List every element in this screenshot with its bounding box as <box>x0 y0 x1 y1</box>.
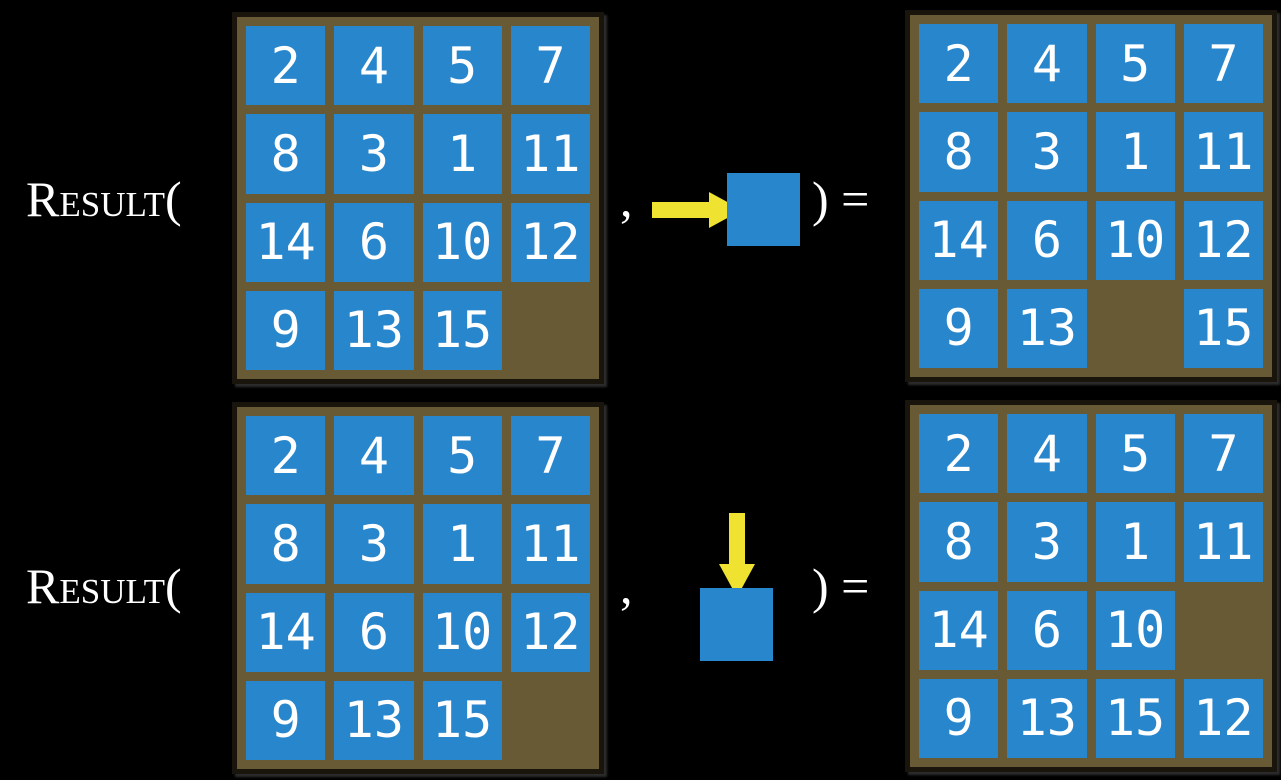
puzzle-tile-8: 8 <box>919 502 999 582</box>
puzzle-tile-4: 4 <box>334 26 414 106</box>
sliding-tile-square-1 <box>727 173 800 246</box>
puzzle-tile-9: 9 <box>919 288 999 368</box>
puzzle-tile-5: 5 <box>422 416 502 496</box>
puzzle-tile-7: 7 <box>1183 24 1263 104</box>
puzzle-tile-10: 10 <box>422 592 502 672</box>
puzzle-tile-5: 5 <box>1095 24 1175 104</box>
puzzle-tile-3: 3 <box>334 114 414 194</box>
puzzle-tile-9: 9 <box>246 290 326 370</box>
result-function-label-2: Result( <box>26 558 182 614</box>
puzzle-tile-3: 3 <box>1007 502 1087 582</box>
result-function-label-1: Result( <box>26 171 182 227</box>
puzzle-tile-3: 3 <box>334 504 414 584</box>
puzzle-tile-12: 12 <box>1183 678 1263 758</box>
puzzle-tile-4: 4 <box>334 416 414 496</box>
puzzle-tile-1: 1 <box>422 114 502 194</box>
puzzle-tile-1: 1 <box>422 504 502 584</box>
puzzle-tile-5: 5 <box>422 26 502 106</box>
close-paren-equals-2: ) = <box>812 558 870 614</box>
puzzle-tile-4: 4 <box>1007 24 1087 104</box>
puzzle-tile-1: 1 <box>1095 502 1175 582</box>
puzzle-tile-2: 2 <box>919 414 999 494</box>
puzzle-tile-15: 15 <box>422 680 502 760</box>
puzzle-tile-14: 14 <box>919 590 999 670</box>
puzzle-tile-10: 10 <box>422 202 502 282</box>
comma-2: , <box>620 558 633 614</box>
puzzle-tile-11: 11 <box>510 504 590 584</box>
puzzle-tile-7: 7 <box>510 416 590 496</box>
puzzle-tile-6: 6 <box>334 592 414 672</box>
puzzle-tile-12: 12 <box>1183 200 1263 280</box>
empty-cell <box>511 681 590 760</box>
puzzle-tile-12: 12 <box>510 202 590 282</box>
puzzle-tile-11: 11 <box>1183 112 1263 192</box>
slide-right-arrow-icon <box>652 192 742 228</box>
sliding-tile-square-2 <box>700 588 773 661</box>
puzzle-tile-1: 1 <box>1095 112 1175 192</box>
puzzle-tile-9: 9 <box>246 680 326 760</box>
puzzle-tile-12: 12 <box>510 592 590 672</box>
puzzle-tile-13: 13 <box>334 290 414 370</box>
puzzle-tile-15: 15 <box>422 290 502 370</box>
puzzle-tile-11: 11 <box>510 114 590 194</box>
puzzle-tile-6: 6 <box>1007 590 1087 670</box>
puzzle-tile-4: 4 <box>1007 414 1087 494</box>
comma-1: , <box>620 171 633 227</box>
empty-cell <box>511 291 590 370</box>
puzzle-tile-2: 2 <box>246 416 326 496</box>
empty-cell <box>1096 289 1175 368</box>
puzzle-tile-14: 14 <box>246 592 326 672</box>
puzzle-tile-14: 14 <box>919 200 999 280</box>
close-paren-equals-1: ) = <box>812 171 870 227</box>
puzzle-tile-7: 7 <box>510 26 590 106</box>
puzzle-tile-13: 13 <box>1007 678 1087 758</box>
puzzle-tile-3: 3 <box>1007 112 1087 192</box>
puzzle-tile-6: 6 <box>1007 200 1087 280</box>
slide-down-arrow-icon <box>719 513 755 597</box>
puzzle-tile-9: 9 <box>919 678 999 758</box>
puzzle-tile-2: 2 <box>246 26 326 106</box>
puzzle-tile-10: 10 <box>1095 200 1175 280</box>
puzzle-tile-15: 15 <box>1095 678 1175 758</box>
puzzle-tile-8: 8 <box>919 112 999 192</box>
puzzle-tile-7: 7 <box>1183 414 1263 494</box>
puzzle-tile-5: 5 <box>1095 414 1175 494</box>
puzzle-tile-10: 10 <box>1095 590 1175 670</box>
puzzle-tile-6: 6 <box>334 202 414 282</box>
puzzle-tile-13: 13 <box>1007 288 1087 368</box>
puzzle-tile-8: 8 <box>246 504 326 584</box>
puzzle-tile-13: 13 <box>334 680 414 760</box>
puzzle-tile-14: 14 <box>246 202 326 282</box>
puzzle-tile-8: 8 <box>246 114 326 194</box>
empty-cell <box>1184 591 1263 670</box>
puzzle-tile-15: 15 <box>1183 288 1263 368</box>
puzzle-tile-11: 11 <box>1183 502 1263 582</box>
puzzle-tile-2: 2 <box>919 24 999 104</box>
